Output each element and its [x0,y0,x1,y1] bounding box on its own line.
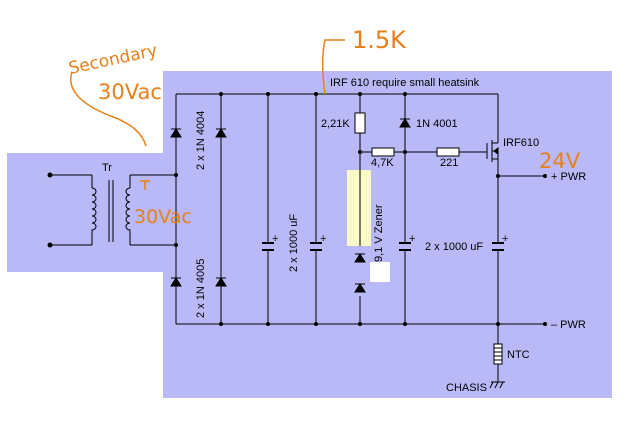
ntc-thermistor [493,343,503,365]
ac-voltage-annotation: 30Vac [134,206,192,228]
cap-plus-signs: + + + + [272,233,508,245]
resistors [354,112,460,157]
highlight-box-small [370,262,390,282]
ntc-hatch [494,347,502,361]
rect-top-label: 2 x 1N 4004 [195,111,207,170]
annotation-strokes [70,39,345,190]
resistor-value-annotation: 1.5K [352,26,407,54]
secondary-voltage-annotation: 30Vac [98,80,162,104]
rect-bottom-label: 2 x 1N 4005 [195,259,207,318]
chassis-label: CHASIS [446,382,487,394]
chassis-ground-icon [489,381,504,389]
schematic-panel [7,71,612,398]
cap-input-label: 2 x 1000 uF [288,214,300,272]
svg-text:+: + [272,233,278,245]
r-221-label: 221 [440,157,458,169]
zener-label: 9,1 V Zener [373,204,385,262]
svg-text:+: + [320,233,326,245]
transformer-label: Tr [102,162,112,174]
pwr-minus-label: – PWR [551,319,586,331]
capacitors [262,242,504,251]
junction-dots [47,92,547,326]
pwr-plus-label: + PWR [551,171,586,183]
cap-output-label: 2 x 1000 uF [425,241,483,253]
r-top-label: 2,21K [321,118,350,130]
output-voltage-annotation: 24V [539,149,581,173]
mosfet-label: IRF610 [503,137,539,149]
diode-label: 1N 4001 [416,118,458,130]
heatsink-note: IRF 610 require small heatsink [330,77,480,89]
svg-text:+: + [502,233,508,245]
svg-text:+: + [409,233,415,245]
ntc-label: NTC [507,349,530,361]
secondary-annotation: Secondary [67,41,159,79]
bridge-diodes [170,118,499,293]
highlight-box-large [347,170,371,246]
r-47k-label: 4,7K [371,157,394,169]
